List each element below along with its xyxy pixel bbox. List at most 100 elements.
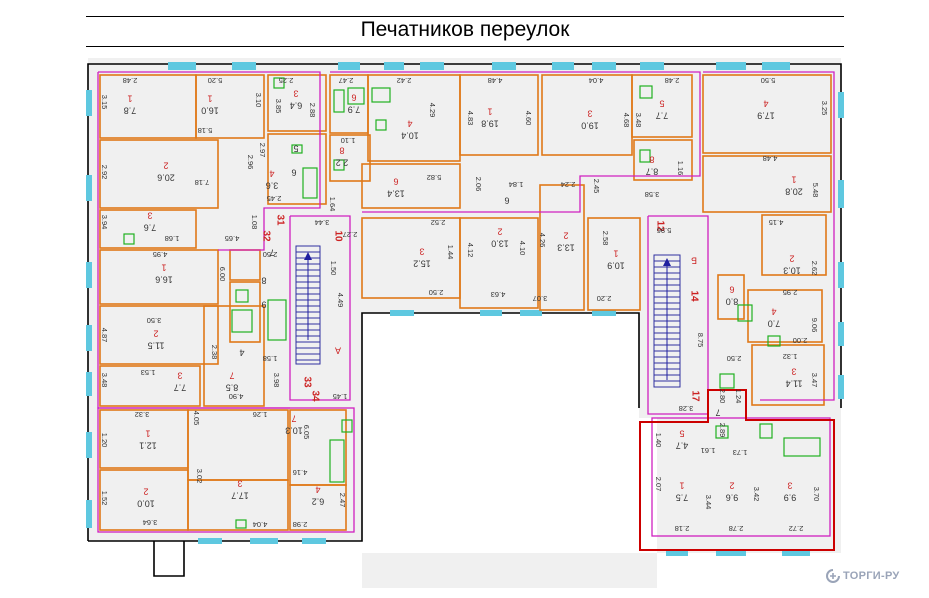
room-number: 2	[563, 231, 568, 241]
room-number: 2	[143, 487, 148, 497]
dimension-label: 4.48	[488, 76, 503, 85]
window	[86, 432, 92, 458]
window	[168, 62, 196, 70]
windows	[86, 62, 844, 556]
room-number: 4	[269, 169, 274, 179]
room-number: 1	[487, 107, 492, 117]
room-label: 5	[293, 144, 298, 154]
dimension-label: 4.26	[538, 233, 547, 248]
dimension-label: 3.48	[100, 373, 109, 388]
dimension-label: 3.85	[274, 99, 283, 114]
room-area: 10.3	[285, 426, 303, 436]
room-area: 7.0	[768, 319, 781, 329]
dimension-label: 2.27	[343, 230, 358, 239]
dimension-label: 3.44	[704, 495, 713, 510]
room-label: 7	[715, 408, 720, 418]
room-number: 3	[293, 89, 298, 99]
room-area: 10.4	[401, 131, 419, 141]
dimension-label: 2.88	[308, 103, 317, 118]
dimension-label: 1.61	[701, 446, 716, 455]
site-logo[interactable]: ТОРГИ-РУ	[826, 569, 900, 583]
bottom-left-white	[88, 541, 362, 588]
apartment-number: 33	[301, 376, 312, 388]
dimension-label: 2.42	[397, 76, 412, 85]
room-number: 1	[791, 175, 796, 185]
room-area: 19.0	[581, 121, 599, 131]
room-area: 13.4	[387, 189, 405, 199]
dimension-label: 2.07	[654, 477, 663, 492]
window	[390, 310, 414, 316]
room-number: 4	[763, 99, 768, 109]
dimension-label: 1.58	[263, 354, 278, 363]
window	[492, 62, 516, 70]
room-walls	[99, 74, 832, 531]
window	[716, 62, 746, 70]
dimension-label: 2.48	[123, 76, 138, 85]
room-label: 7	[269, 248, 274, 258]
room-area: 7.7	[174, 383, 187, 393]
dimension-label: 2.50	[429, 288, 444, 297]
apartment-number: 17	[689, 390, 700, 402]
window	[838, 375, 844, 399]
apartment-number: 10	[332, 230, 343, 242]
window	[838, 92, 844, 118]
dimension-label: 3.47	[810, 373, 819, 388]
window	[762, 62, 790, 70]
dimension-label: 4.63	[491, 290, 506, 299]
room-area: 11.4	[786, 379, 803, 389]
dimension-label: 1.20	[100, 433, 109, 448]
room-number: 3	[791, 367, 796, 377]
room-number: 6	[351, 93, 356, 103]
room-area: 6.4	[290, 101, 303, 111]
room-label: 4	[239, 348, 244, 358]
apartment-number: 34	[309, 390, 320, 402]
window	[86, 262, 92, 288]
stair-arrowhead-b	[663, 258, 671, 266]
dimension-label: 3.10	[254, 93, 263, 108]
dimension-label: 4.12	[466, 243, 475, 258]
dimension-label: 3.58	[645, 190, 660, 199]
courtyard	[362, 313, 657, 553]
dimension-label: 4.10	[518, 241, 527, 256]
header-top-rule	[86, 16, 844, 17]
window	[838, 262, 844, 288]
room-area: 17.7	[231, 491, 249, 501]
dimension-label: 2.95	[783, 288, 798, 297]
dimension-label: 2.45	[267, 194, 282, 203]
room-area: 12.1	[139, 441, 157, 451]
fixtures	[123, 77, 821, 529]
room-number: 3	[587, 109, 592, 119]
dimension-label: 1.68	[165, 234, 180, 243]
room-area: 7.9	[348, 105, 361, 115]
room-number: 2	[163, 161, 168, 171]
apartment-number: 32	[260, 230, 271, 242]
logo-text: ТОРГИ-РУ	[843, 570, 900, 582]
dimension-label: 5.50	[761, 76, 776, 85]
window	[302, 538, 326, 544]
dimension-label: 2.47	[338, 493, 347, 508]
dimension-label: 4.65	[225, 234, 240, 243]
room-number: 8	[339, 146, 344, 156]
dimension-label: 1.26	[253, 410, 268, 419]
dimension-label: 4.15	[769, 218, 784, 227]
room-number: 1	[127, 94, 132, 104]
dimension-label: 2.20	[597, 294, 612, 303]
room-number: 1	[613, 249, 618, 259]
window	[838, 322, 844, 346]
dimension-label: 2.18	[675, 524, 690, 533]
room-area: 10.9	[607, 261, 625, 271]
room-area: 4.7	[676, 441, 689, 451]
dimension-label: 2.62	[810, 261, 819, 276]
dimension-label: 3.64	[143, 518, 158, 527]
window	[250, 538, 278, 544]
window	[592, 310, 616, 316]
dimension-label: 2.24	[561, 180, 576, 189]
page-title: Печатников переулок	[360, 18, 570, 41]
dimension-label: 1.32	[783, 352, 798, 361]
room-number: 2	[729, 481, 734, 491]
room-number: 3	[419, 247, 424, 257]
dimension-label: 9.06	[810, 318, 819, 333]
dimension-label: 2.89	[718, 423, 727, 438]
window	[86, 372, 92, 396]
dimension-label: 2.96	[246, 155, 255, 170]
